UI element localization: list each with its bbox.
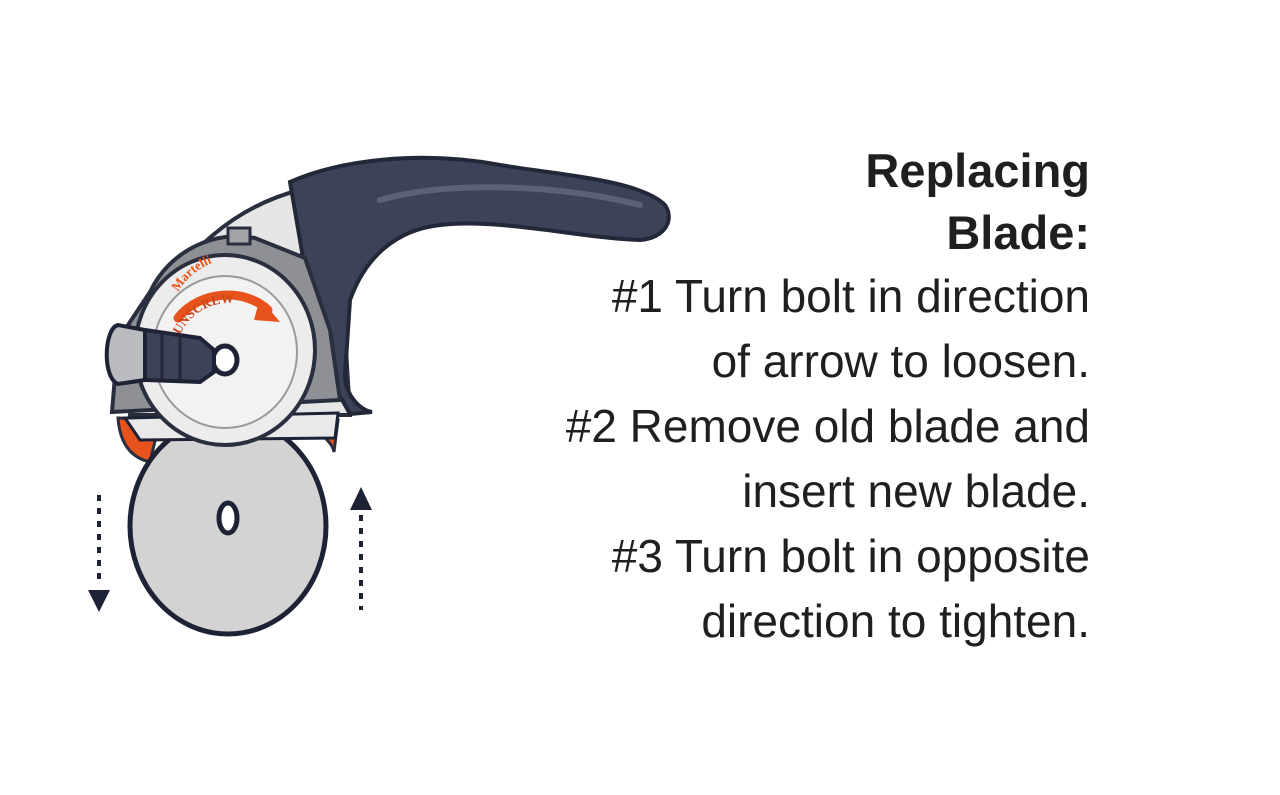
instructions-heading-line-1: Replacing — [865, 144, 1090, 197]
handle-highlight — [377, 184, 643, 208]
instructions-block: Replacing Blade: #1 Turn bolt in directi… — [566, 140, 1090, 654]
step-2-line-1: #2 Remove old blade and — [565, 400, 1090, 452]
step-3-line-1: #3 Turn bolt in opposite — [611, 530, 1090, 582]
step-3-line-2: direction to tighten. — [701, 595, 1090, 647]
step-1-line-2: of arrow to loosen. — [711, 335, 1090, 387]
rotary-cutter-illustration: Martelli UNSCREW — [88, 155, 671, 637]
step-2-line-2: insert new blade. — [742, 465, 1090, 517]
cutter-handle — [287, 155, 671, 417]
step-1-line-1: #1 Turn bolt in direction — [611, 270, 1090, 322]
instructions-heading-line-2: Blade: — [946, 206, 1090, 259]
bolt-knob-icon — [104, 322, 147, 387]
blade-center-hole — [216, 500, 240, 536]
housing-tab — [226, 226, 252, 246]
center-bolt — [210, 343, 240, 377]
